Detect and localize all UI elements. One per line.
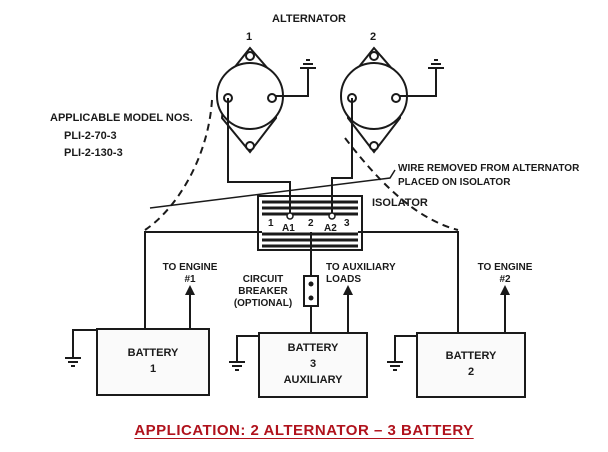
isolator-terminal-a2: A2 [324,223,337,234]
model-item-1: PLI-2-70-3 [64,130,117,142]
isolator-terminal-2: 2 [308,218,314,229]
ground-icon [229,361,245,371]
ground-icon [65,357,81,367]
auxiliary-loads-line-1: TO AUXILIARY [326,262,396,273]
alternator-1-number: 1 [246,31,253,43]
circuit-breaker-line-3: (OPTIONAL) [233,298,293,309]
alternator-2-mount-hole-top [369,51,379,61]
alternator-2 [340,46,408,154]
engine-1-label: TO ENGINE #1 [155,262,225,286]
circuit-breaker [303,275,319,307]
alternator-1-mount-hole-bottom [245,141,255,151]
dashed-wire-alt1 [144,99,213,231]
wire-iso1-to-battery-1 [144,231,262,328]
alternator-1 [216,46,284,154]
battery-3-line-2: 3 [309,358,317,371]
battery-1-line-2: 1 [149,363,157,375]
battery-2-line-2: 2 [467,366,475,378]
engine-1-line-1: TO ENGINE [162,262,218,273]
wire-alt2-to-a2 [331,98,353,213]
ground-icon [400,59,444,97]
removed-wires [144,99,459,231]
auxiliary-loads-label: TO AUXILIARY LOADS [326,262,396,286]
battery-1: BATTERY 1 [96,328,210,396]
model-heading: APPLICABLE MODEL NOS. [50,112,193,124]
battery-2-line-1: BATTERY [445,350,497,363]
isolator-terminal-1: 1 [268,218,274,229]
model-item-2: PLI-2-130-3 [64,147,123,159]
battery-2: BATTERY 2 [416,332,526,398]
circuit-breaker-line-2: BREAKER [238,286,288,297]
isolator-terminal-3: 3 [344,218,350,229]
alternator-2-mount-hole-bottom [369,141,379,151]
wire-iso3-to-battery-2 [358,231,459,332]
engine-1-line-2: #1 [184,274,196,285]
isolator-terminal-a1: A1 [282,223,295,234]
isolator-terminal-a2-post [328,212,336,220]
wire-note-line-2: PLACED ON ISOLATOR [398,177,511,188]
isolator-terminal-a1-post [286,212,294,220]
ground-icon [276,59,316,97]
battery-3-line-1: BATTERY [287,342,339,355]
battery-1-line-1: BATTERY [127,347,179,360]
alternator-2-number: 2 [370,31,377,43]
alternator-2-terminal-ground [391,93,401,103]
auxiliary-loads-line-2: LOADS [326,274,361,285]
application-caption: APPLICATION: 2 ALTERNATOR – 3 BATTERY [134,422,474,439]
battery-3-line-3: AUXILIARY [283,373,343,386]
ground-icon [387,361,403,371]
engine-2-label: TO ENGINE #2 [468,262,542,286]
engine-2-line-2: #2 [499,274,511,285]
isolator-label: ISOLATOR [372,197,428,209]
battery-3: BATTERY 3 AUXILIARY [258,332,368,398]
wire-alt1-to-a1 [227,98,291,213]
alternator-1-mount-hole-top [245,51,255,61]
circuit-breaker-label: CIRCUIT BREAKER (OPTIONAL) [228,274,298,310]
alternator-title: ALTERNATOR [272,13,346,25]
dashed-wire-alt2 [344,137,459,231]
wire-note-leader [149,169,396,209]
alternator-1-terminal-ground [267,93,277,103]
wire-note-line-1: WIRE REMOVED FROM ALTERNATOR [398,163,580,174]
circuit-breaker-line-1: CIRCUIT [242,274,284,285]
engine-2-line-1: TO ENGINE [477,262,533,273]
